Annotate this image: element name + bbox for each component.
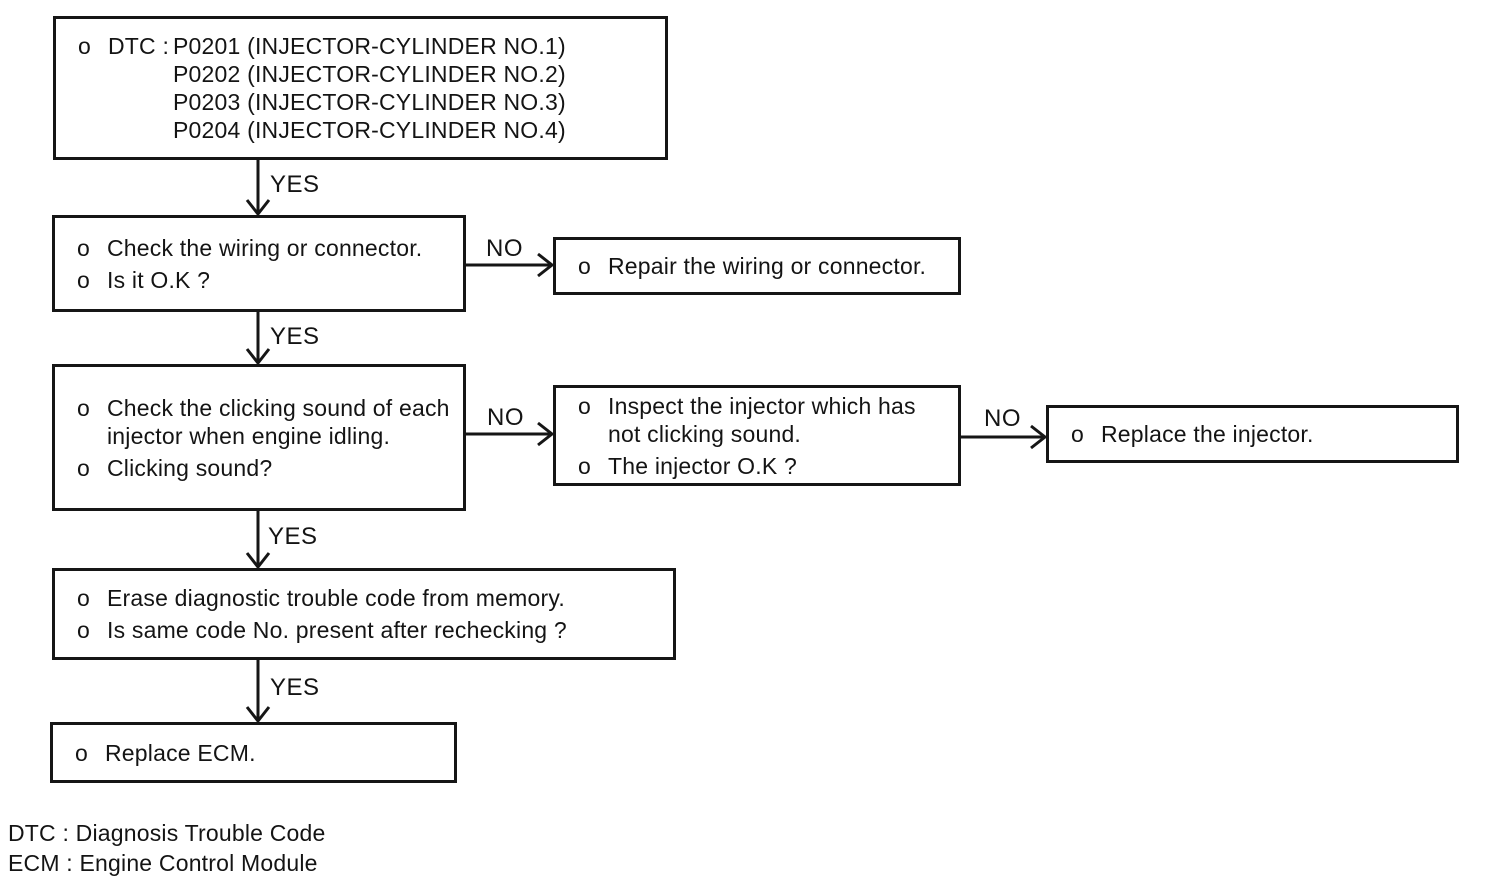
edge-label-yes-3: YES	[268, 523, 318, 550]
footnote-ecm: ECM : Engine Control Module	[8, 850, 318, 876]
edge-label-no-1: NO	[486, 235, 523, 262]
bullet-marker: o	[77, 394, 90, 421]
node-text: Erase diagnostic trouble code from memor…	[107, 585, 565, 611]
list-item: P0202 (INJECTOR-CYLINDER NO.2)	[78, 60, 655, 88]
bullet-marker: o	[1071, 421, 1084, 447]
bullet-marker: o	[78, 33, 91, 59]
arrowhead-right-icon	[537, 421, 555, 447]
bullet-marker: o	[578, 253, 591, 279]
dtc-code: P0201 (INJECTOR-CYLINDER NO.1)	[173, 33, 566, 59]
node-text: Check the wiring or connector.	[107, 234, 423, 261]
arrowhead-down-icon	[245, 199, 271, 217]
arrowhead-down-icon	[245, 348, 271, 366]
node-text: Replace the injector.	[1101, 421, 1314, 447]
bullet-marker: o	[578, 452, 591, 479]
list-item: o The injector O.K ?	[578, 452, 948, 480]
node-repair-wiring: o Repair the wiring or connector.	[553, 237, 961, 295]
list-item: o Erase diagnostic trouble code from mem…	[77, 584, 663, 612]
bullet-marker: o	[75, 739, 88, 766]
arrowhead-down-icon	[245, 706, 271, 724]
node-text: Repair the wiring or connector.	[608, 253, 927, 279]
list-item: o DTC : P0201 (INJECTOR-CYLINDER NO.1)	[78, 32, 655, 60]
arrowhead-right-icon	[1030, 424, 1048, 450]
connector-check-wiring-to-repair-wiring	[466, 252, 555, 278]
dtc-prefix: DTC :	[108, 33, 170, 59]
edge-label-yes-4: YES	[270, 674, 320, 701]
edge-label-no-3: NO	[984, 405, 1021, 432]
footnote-dtc: DTC : Diagnosis Trouble Code	[8, 820, 326, 846]
connector-check-wiring-to-check-clicking	[245, 312, 271, 366]
node-replace-ecm: o Replace ECM.	[50, 722, 457, 783]
list-item: o Repair the wiring or connector.	[578, 252, 948, 280]
node-text: Replace ECM.	[105, 739, 256, 766]
list-item: o Is it O.K ?	[77, 266, 453, 294]
dtc-code: P0204 (INJECTOR-CYLINDER NO.4)	[173, 117, 566, 143]
bullet-marker: o	[77, 266, 90, 293]
list-item: o Check the wiring or connector.	[77, 234, 453, 262]
connector-check-clicking-to-erase-code	[245, 511, 271, 570]
list-item: o Check the clicking sound of each injec…	[77, 394, 453, 450]
list-item: o Replace ECM.	[75, 739, 444, 767]
node-erase-code: o Erase diagnostic trouble code from mem…	[52, 568, 676, 660]
connector-erase-code-to-replace-ecm	[245, 660, 271, 724]
node-text: Check the clicking sound of each injecto…	[107, 394, 450, 449]
node-text: Inspect the injector which has not click…	[608, 392, 916, 447]
connector-dtc-to-check-wiring	[245, 160, 271, 217]
edge-label-no-2: NO	[487, 404, 524, 431]
bullet-marker: o	[77, 234, 90, 261]
node-text: Is same code No. present after recheckin…	[107, 617, 567, 643]
connector-inspect-injector-to-replace-injector	[961, 424, 1048, 450]
bullet-marker: o	[578, 392, 591, 419]
dtc-code: P0203 (INJECTOR-CYLINDER NO.3)	[173, 89, 566, 115]
edge-label-yes-2: YES	[270, 323, 320, 350]
bullet-marker: o	[77, 617, 90, 643]
list-item: o Inspect the injector which has not cli…	[578, 392, 948, 448]
node-text: Clicking sound?	[107, 454, 273, 481]
node-inspect-injector: o Inspect the injector which has not cli…	[553, 385, 961, 486]
list-item: o Is same code No. present after recheck…	[77, 616, 663, 644]
node-check-clicking-sound: o Check the clicking sound of each injec…	[52, 364, 466, 511]
dtc-code: P0202 (INJECTOR-CYLINDER NO.2)	[173, 61, 566, 87]
node-text: Is it O.K ?	[107, 266, 211, 293]
list-item: P0203 (INJECTOR-CYLINDER NO.3)	[78, 88, 655, 116]
bullet-marker: o	[77, 454, 90, 481]
node-dtc-codes: o DTC : P0201 (INJECTOR-CYLINDER NO.1) P…	[53, 16, 668, 160]
list-item: o Clicking sound?	[77, 454, 453, 482]
node-check-wiring: o Check the wiring or connector. o Is it…	[52, 215, 466, 312]
edge-label-yes-1: YES	[270, 171, 320, 198]
list-item: P0204 (INJECTOR-CYLINDER NO.4)	[78, 116, 655, 144]
bullet-marker: o	[77, 585, 90, 611]
arrowhead-down-icon	[245, 552, 271, 570]
node-text: The injector O.K ?	[608, 452, 797, 479]
node-replace-injector: o Replace the injector.	[1046, 405, 1459, 463]
arrowhead-right-icon	[537, 252, 555, 278]
connector-check-clicking-to-inspect-injector	[466, 421, 555, 447]
list-item: o Replace the injector.	[1071, 420, 1446, 448]
